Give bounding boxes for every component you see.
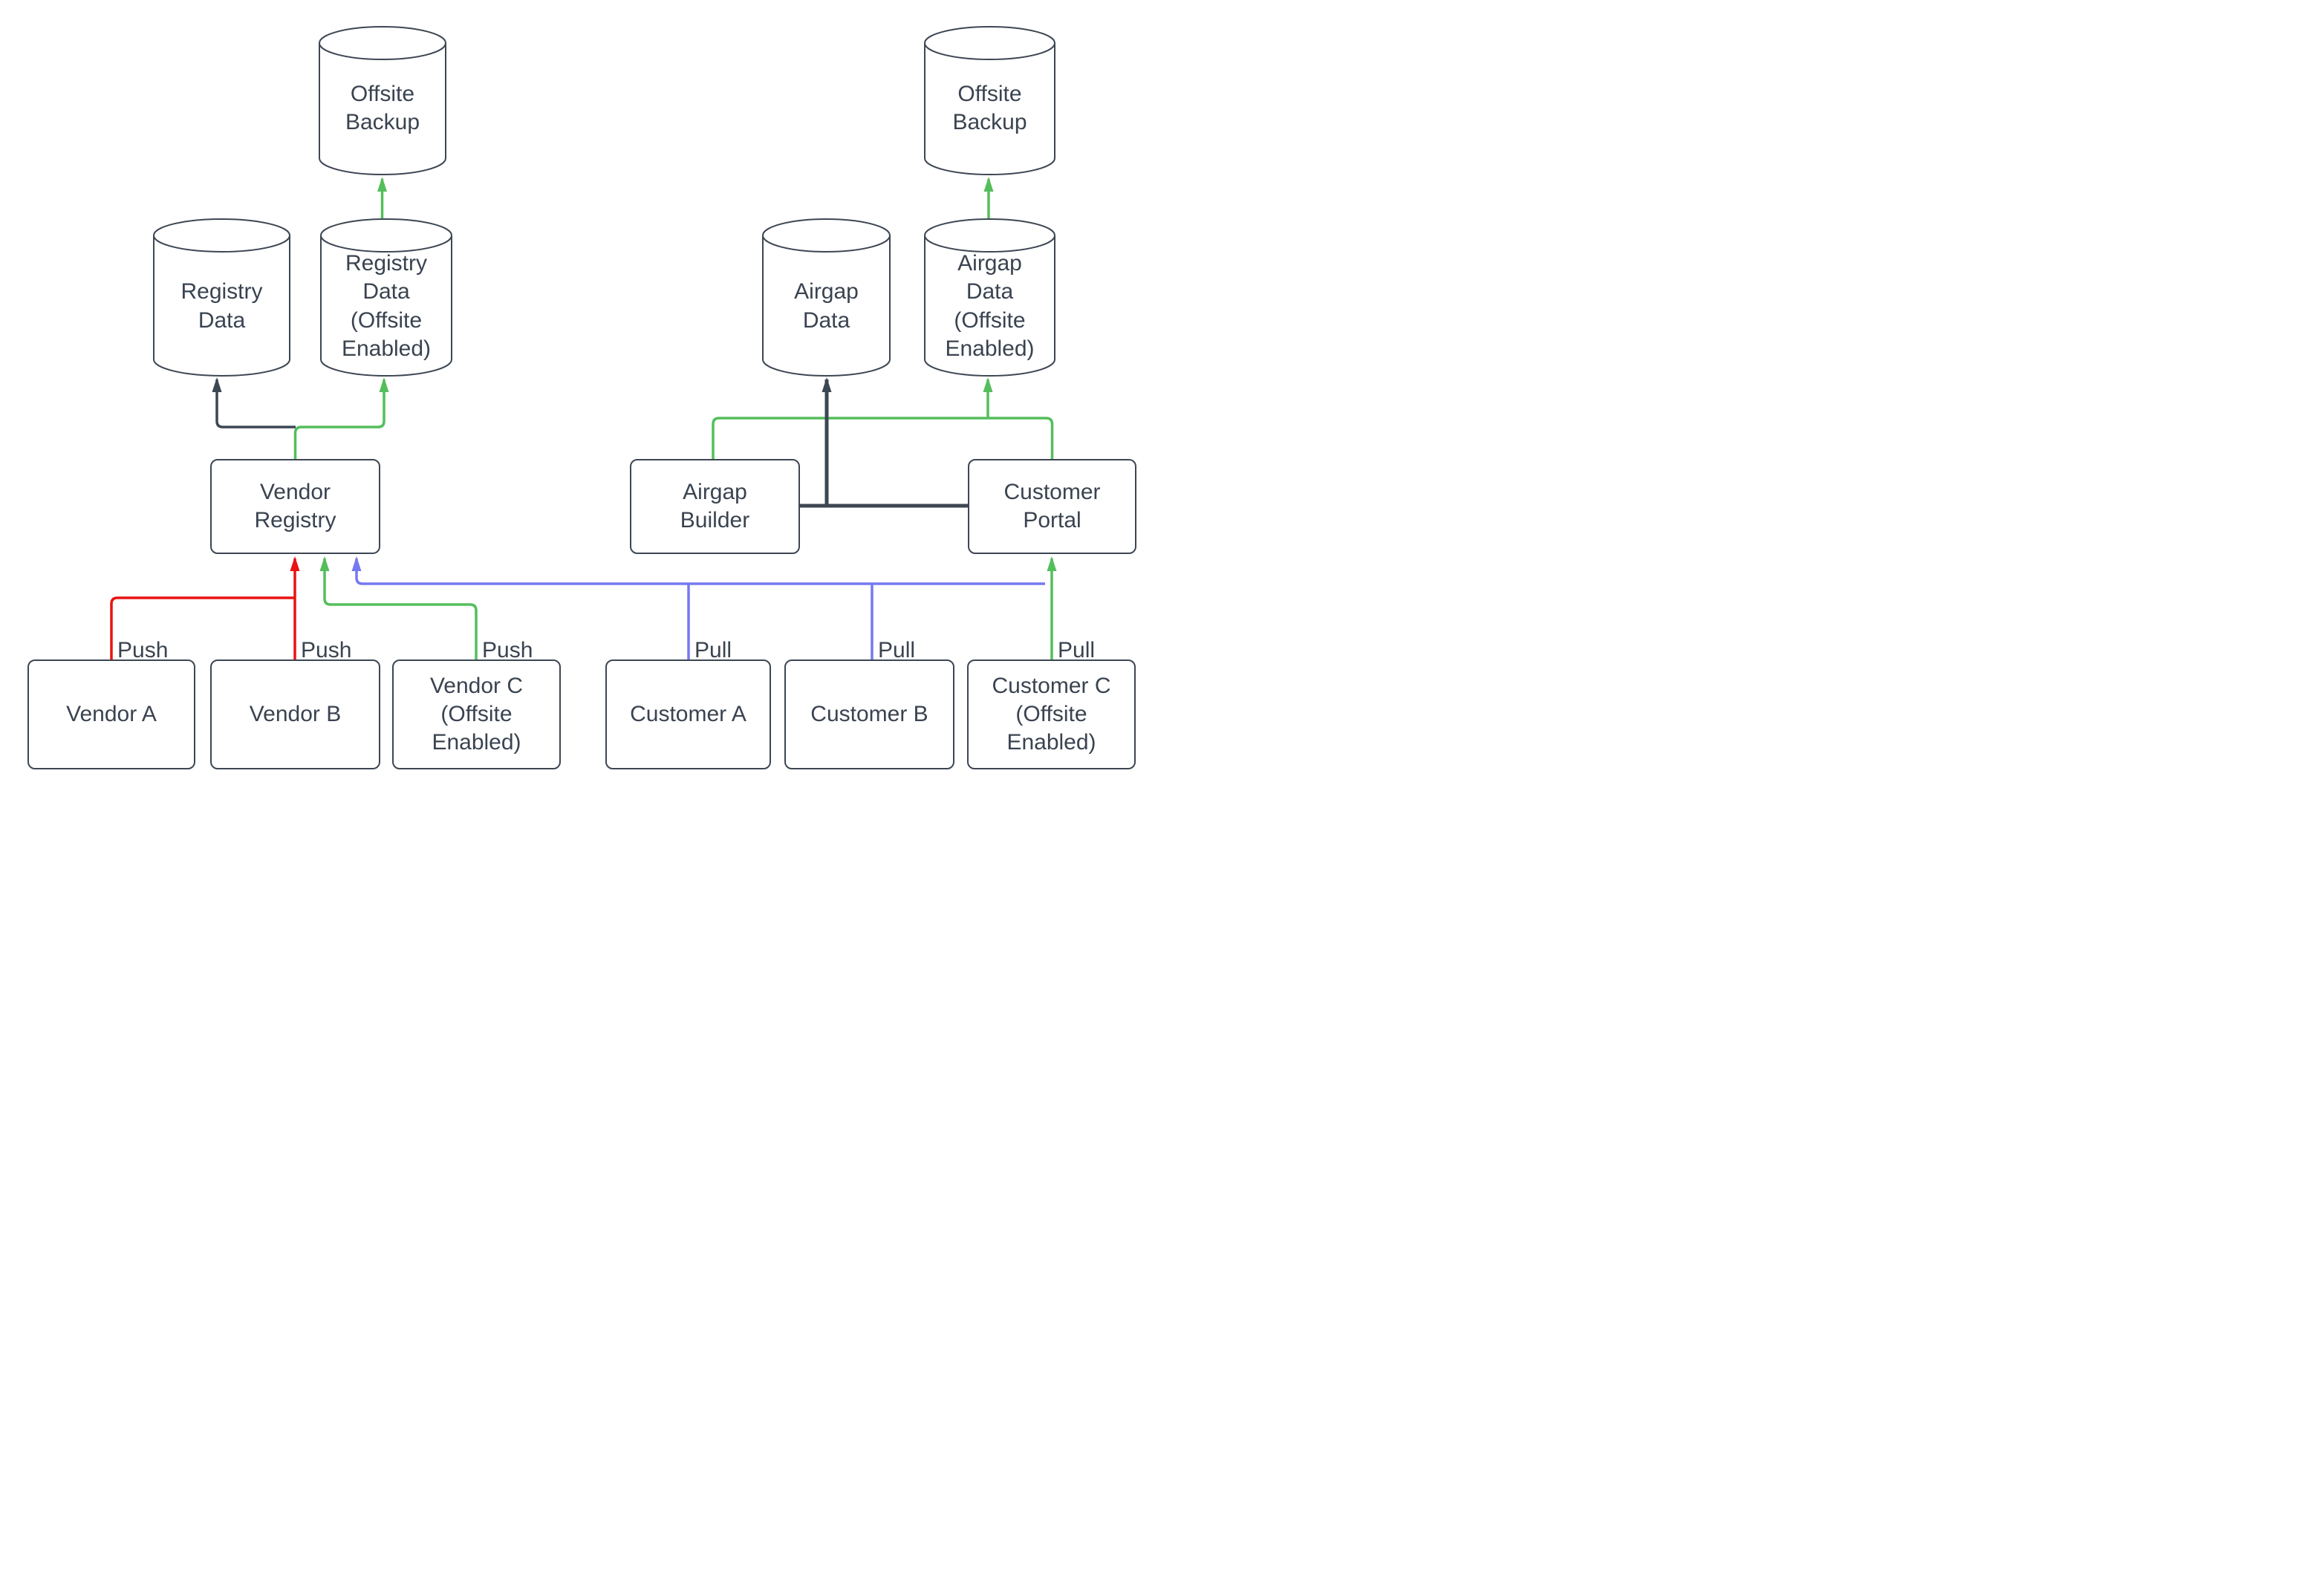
node-vendor-a: Vendor A: [27, 659, 195, 769]
node-customer-a: Customer A: [605, 659, 771, 769]
diagram-canvas: Offsite Backup Offsite Backup Registry D…: [0, 0, 1156, 798]
edge-label-pull-customer-b: Pull: [878, 638, 916, 662]
node-customer-portal: Customer Portal: [968, 459, 1136, 554]
edge-label-pull-customer-c: Pull: [1058, 638, 1096, 662]
node-vendor-c: Vendor C (Offsite Enabled): [392, 659, 561, 769]
node-airgap-builder: Airgap Builder: [630, 459, 800, 554]
node-customer-b: Customer B: [784, 659, 954, 769]
edge-pull-bus: [351, 556, 1045, 585]
edge-label-push-vendor-b: Push: [301, 638, 352, 662]
cylinder-registry-data-offsite: [320, 218, 452, 377]
cylinder-offsite-backup-left: [319, 26, 446, 175]
edge-registry-to-registry-data-offsite: [293, 377, 389, 459]
edge-label-push-vendor-c: Push: [482, 638, 533, 662]
node-vendor-b: Vendor B: [210, 659, 380, 769]
node-customer-c: Customer C (Offsite Enabled): [967, 659, 1136, 769]
edge-vendor-c-push: [319, 556, 478, 659]
node-vendor-registry: Vendor Registry: [210, 459, 380, 554]
diagram-shapes-and-connectors: [110, 26, 1057, 659]
cylinder-registry-data: [153, 218, 290, 377]
cylinder-airgap-data-offsite: [924, 218, 1055, 377]
cylinder-airgap-data: [762, 218, 891, 377]
edge-portal-to-builder: [712, 417, 1054, 459]
edge-label-push-vendor-a: Push: [117, 638, 169, 662]
cylinder-offsite-backup-right: [924, 26, 1055, 175]
edge-registry-to-registry-data: [212, 377, 296, 429]
edge-vendor-a-push: [110, 596, 294, 659]
edge-label-pull-customer-a: Pull: [694, 638, 732, 662]
